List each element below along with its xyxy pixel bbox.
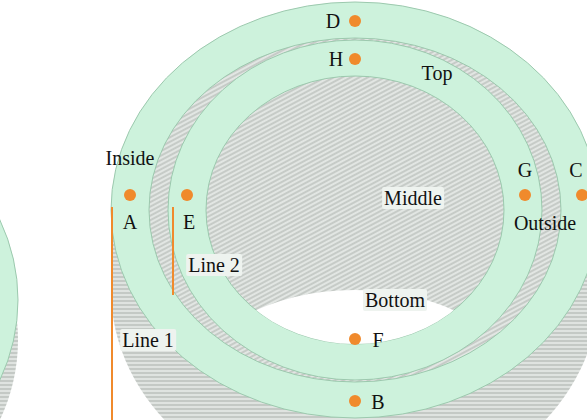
point-dot xyxy=(519,189,531,201)
point-label: B xyxy=(369,391,386,413)
point-dot xyxy=(349,53,361,65)
point-label: H xyxy=(327,48,345,70)
point-dot xyxy=(349,15,361,27)
point-label: D xyxy=(324,10,342,32)
line-2 xyxy=(172,207,174,295)
bottom-opening xyxy=(195,290,515,420)
point-label: A xyxy=(121,211,139,233)
point-dots xyxy=(124,15,587,407)
line-label: Line 2 xyxy=(186,254,242,276)
point-dot xyxy=(349,395,361,407)
point-label: G xyxy=(516,159,534,181)
line-1 xyxy=(111,207,113,420)
outer-ring-top xyxy=(111,2,587,418)
region-label: Middle xyxy=(382,187,444,209)
left-cylinder-top xyxy=(0,90,18,420)
point-dot xyxy=(181,189,193,201)
point-label: E xyxy=(181,211,197,233)
point-dot xyxy=(124,189,136,201)
line-label: Line 1 xyxy=(120,329,176,351)
region-label: Outside xyxy=(512,212,578,234)
point-label: C xyxy=(567,159,584,181)
region-label: Top xyxy=(420,62,455,84)
point-dot xyxy=(349,333,361,345)
region-label: Bottom xyxy=(363,289,427,311)
point-label: F xyxy=(370,329,385,351)
point-dot xyxy=(576,189,587,201)
region-label: Inside xyxy=(104,147,157,169)
